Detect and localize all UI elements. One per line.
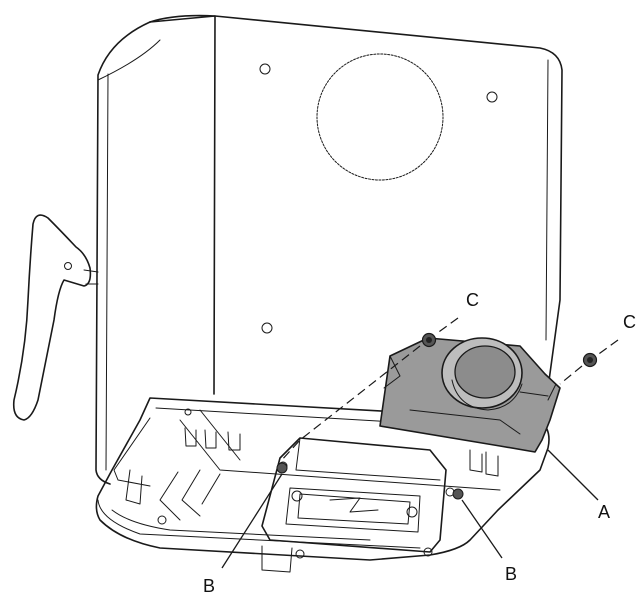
assembly-line-c-upper <box>279 317 459 463</box>
center-module <box>261 437 455 553</box>
leader-b-left <box>221 473 283 569</box>
screw-b-left <box>276 462 288 474</box>
assembly-line-c-right <box>559 339 619 385</box>
callout-c-upper: C <box>466 290 479 310</box>
screw-hole-middle <box>261 322 273 334</box>
callout-a: A <box>598 502 610 522</box>
top-round-opening <box>316 53 444 181</box>
screw-c-right <box>582 352 598 368</box>
screw-b-right <box>452 488 464 500</box>
base-chassis <box>95 397 550 573</box>
cabinet-body <box>95 14 563 485</box>
part-a-bracket <box>379 337 561 453</box>
screw-hole-top-left <box>259 63 271 75</box>
leader-a <box>547 449 599 501</box>
screw-hole-top-right <box>486 91 498 103</box>
part-a-port-inner <box>454 345 516 399</box>
leader-b-right <box>461 499 503 559</box>
side-handle <box>12 214 99 421</box>
callout-b-right: B <box>505 564 517 584</box>
callout-b-left: B <box>203 576 215 596</box>
screw-c-left <box>421 332 437 348</box>
callout-c-right: C <box>623 312 636 332</box>
